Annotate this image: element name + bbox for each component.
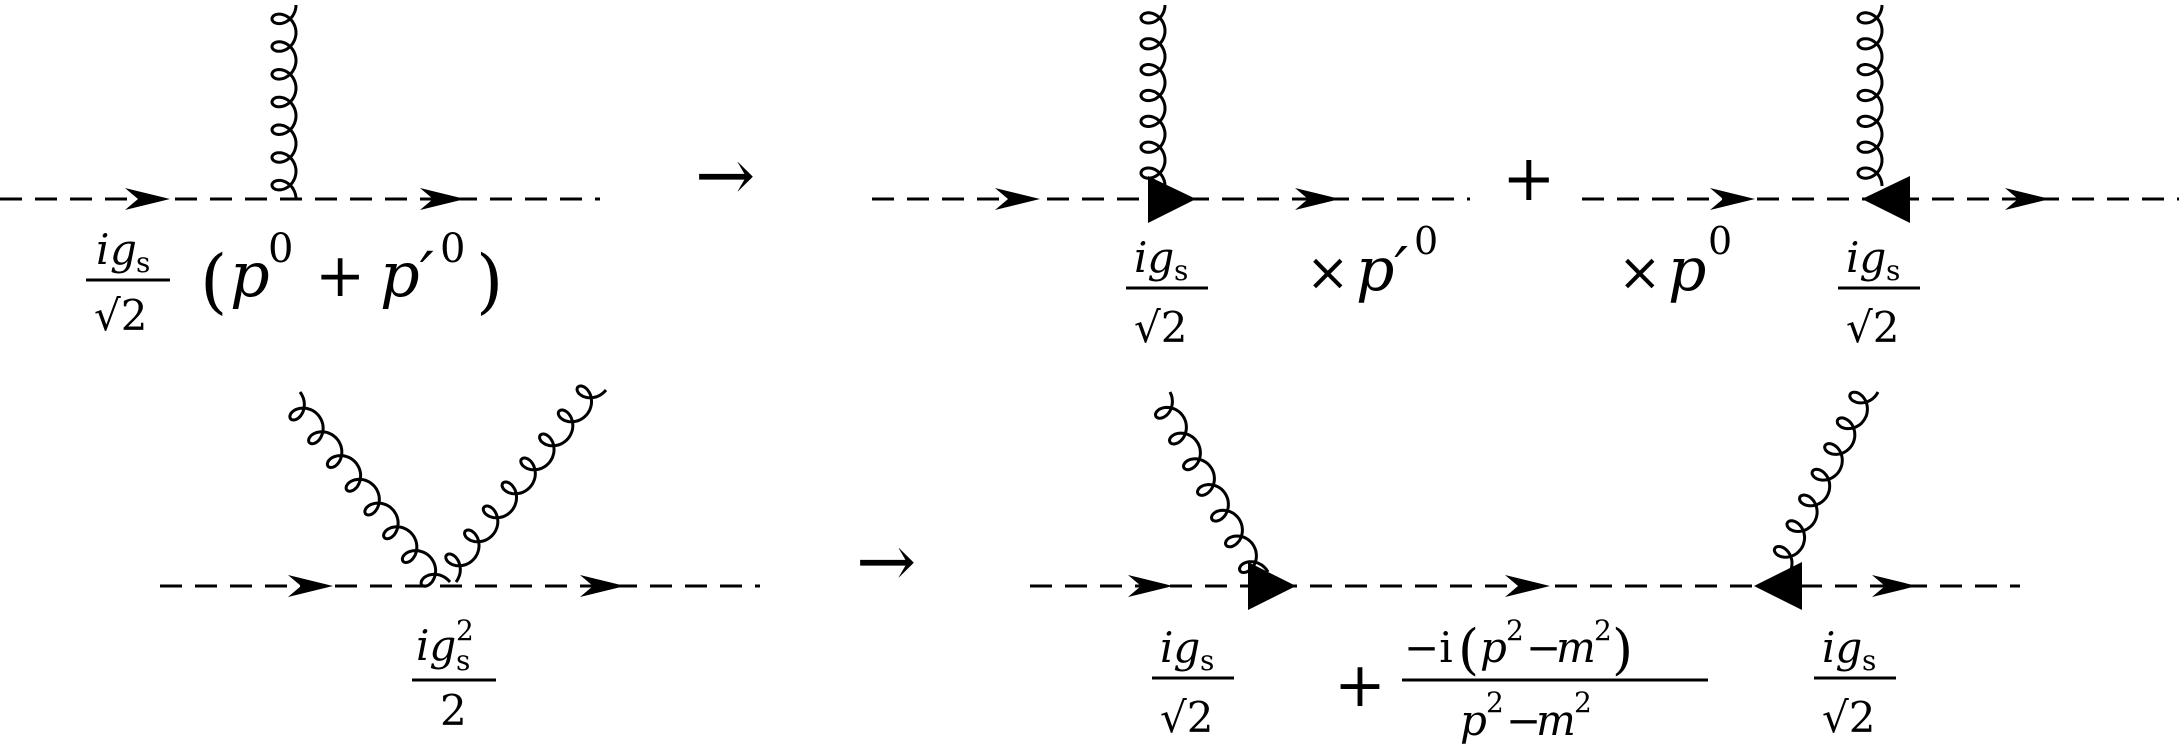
coupling-ig: ig — [1134, 233, 1174, 282]
propagator-num-paren-close: ) — [1612, 618, 1633, 681]
bottom-left-vertex-factor: ig 2 s 2 — [412, 614, 496, 735]
scalar-flow-arrow — [288, 575, 333, 597]
coupling-denominator: √2 — [94, 291, 147, 340]
propagator-den-minus: − — [1506, 696, 1541, 745]
momentum-p-sup: 0 — [268, 226, 293, 272]
coupling-g: g — [110, 225, 137, 274]
plus-sign: + — [1502, 142, 1556, 216]
propagator-num-sup: 2 — [1506, 614, 1524, 647]
top-left-diagram — [0, 4, 600, 210]
momentum-sup: 0 — [1708, 219, 1732, 263]
propagator-num-sup: 2 — [1594, 614, 1612, 647]
scalar-flow-arrow — [580, 575, 625, 597]
plus-sign: + — [1334, 648, 1386, 721]
gluon-line — [1772, 390, 1880, 573]
coupling-ig: ig — [1846, 233, 1886, 282]
scalar-flow-arrow — [2005, 188, 2050, 210]
bottom-right-diagram — [1030, 390, 2020, 610]
scalar-flow-arrow — [995, 188, 1040, 210]
momentum-p-prime: p′ — [380, 238, 434, 311]
propagator-num-p: p — [1480, 623, 1507, 672]
paren-close: ) — [476, 240, 503, 322]
top-right-factor-b: × p 0 ig s √2 — [1618, 219, 1920, 352]
top-left-vertex-factor: i g s √2 ( p 0 + p′ 0 ) — [86, 225, 503, 340]
coupling-denominator: √2 — [1822, 693, 1875, 742]
scalar-flow-arrow — [1505, 575, 1550, 597]
propagator-num-prefix: −i — [1404, 623, 1453, 672]
coupling-denominator: √2 — [1134, 303, 1187, 352]
coupling-i: i — [96, 225, 109, 274]
gluon-line — [1153, 391, 1270, 575]
equivalence-arrow: → — [856, 519, 916, 603]
vertex-triangle — [1148, 176, 1196, 223]
coupling-sup-2: 2 — [456, 614, 474, 647]
coupling-sub-s: s — [1862, 644, 1876, 677]
propagator-num-m: m — [1556, 623, 1596, 672]
top-right-diagram-b — [1582, 4, 2179, 223]
coupling-ig: ig — [1160, 623, 1200, 672]
scalar-flow-arrow — [1710, 188, 1755, 210]
bottom-left-diagram — [160, 384, 760, 597]
coupling-sub-s: s — [1174, 254, 1188, 287]
coupling-denominator: √2 — [1160, 693, 1213, 742]
scalar-flow-arrow — [125, 188, 170, 210]
coupling-sub-s: s — [456, 644, 470, 677]
times-sign: × — [1306, 243, 1350, 303]
propagator-num-minus: − — [1526, 623, 1561, 672]
scalar-flow-arrow — [1128, 575, 1173, 597]
gluon-line — [288, 391, 452, 588]
plus-sign: + — [315, 241, 365, 311]
gluon-line — [1856, 4, 1884, 187]
coupling-ig: ig — [416, 621, 456, 670]
coupling-sub-s: s — [1886, 254, 1900, 287]
gluon-line — [444, 384, 608, 583]
top-right-factor-a: ig s √2 × p′ 0 — [1126, 219, 1438, 352]
top-right-diagram-a — [872, 4, 1470, 223]
coupling-sub-s: s — [136, 246, 150, 279]
scalar-flow-arrow — [1872, 575, 1917, 597]
propagator-den-p: p — [1460, 696, 1487, 745]
momentum-p-prime: p′ — [1356, 235, 1408, 305]
momentum-p: p — [1668, 235, 1706, 305]
bottom-right-factors: ig s √2 + −i ( p 2 − m 2 ) p 2 − m 2 ig … — [1152, 614, 1896, 745]
vertex-triangle — [1754, 562, 1802, 610]
times-sign: × — [1618, 243, 1662, 303]
coupling-sub-s: s — [1200, 644, 1214, 677]
propagator-den-sup: 2 — [1574, 686, 1592, 719]
paren-open: ( — [200, 240, 227, 322]
momentum-sup: 0 — [1414, 219, 1438, 263]
equivalence-arrow: → — [695, 133, 755, 217]
momentum-p: p — [230, 238, 270, 311]
propagator-den-sup: 2 — [1486, 686, 1504, 719]
propagator-num-paren-open: ( — [1458, 618, 1479, 681]
propagator-den-m: m — [1536, 696, 1576, 745]
scalar-flow-arrow — [420, 188, 465, 210]
gluon-line — [270, 4, 298, 200]
vertex-triangle — [1248, 562, 1296, 610]
momentum-p-prime-sup: 0 — [440, 226, 465, 272]
coupling-denominator: 2 — [440, 686, 467, 735]
coupling-ig: ig — [1822, 623, 1862, 672]
coupling-denominator: √2 — [1846, 303, 1899, 352]
scalar-flow-arrow — [1295, 188, 1340, 210]
vertex-triangle — [1862, 176, 1910, 223]
gluon-line — [1139, 4, 1167, 187]
